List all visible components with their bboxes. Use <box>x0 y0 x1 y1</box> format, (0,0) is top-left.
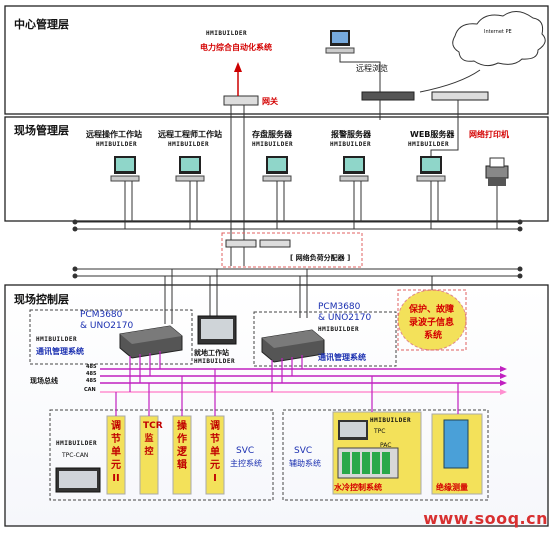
station-name-5: WEB服务器 <box>410 130 455 139</box>
switch-icon <box>431 91 489 101</box>
local-station-label: 就地工作站 <box>194 349 229 357</box>
pcm-right-line1: PCM3680 <box>318 302 361 312</box>
bus-485a-label: 485 <box>86 364 97 370</box>
bus-485c-label: 485 <box>86 378 97 384</box>
workstation-icon-2 <box>175 156 205 182</box>
workstation-icon-4 <box>339 156 369 182</box>
load-balancer-box <box>221 232 363 268</box>
gateway-label: 网关 <box>262 97 278 106</box>
tpc-label: TPC <box>374 428 386 435</box>
comm-right-tag: HMIBUILDER <box>318 326 360 333</box>
tpc-can-label: TPC-CAN <box>62 452 89 459</box>
pcm-left-line1: PCM3680 <box>80 310 123 320</box>
comm-left-label: 通讯管理系统 <box>36 347 84 356</box>
station-name-1: 远程操作工作站 <box>86 130 142 139</box>
unit2-label: 调节单元II <box>111 421 121 484</box>
svc-main-line1: SVC <box>236 446 255 456</box>
pcm-right-line2: & UNO2170 <box>318 313 372 323</box>
workstation-icon-1 <box>110 156 140 182</box>
power-system-tag: HMIBUILDER <box>206 30 248 37</box>
watermark: www.sooq.cn <box>423 509 548 528</box>
center-layer-title: 中心管理层 <box>14 18 69 31</box>
svc-main-tag: HMIBUILDER <box>56 440 98 447</box>
remote-browse-pc-icon <box>325 30 355 54</box>
gateway-hub-icon <box>223 95 259 106</box>
tcr-label: TCR监控 <box>143 421 163 457</box>
comm-box-left <box>29 309 193 365</box>
protection-line1: 保护、故障 <box>409 305 455 315</box>
insulation-label: 绝缘测量 <box>436 483 468 492</box>
comm-right-label: 通讯管理系统 <box>318 353 366 362</box>
comm-box-right <box>253 311 397 367</box>
svc-main-box <box>49 409 274 501</box>
balancer-device-1 <box>225 239 257 248</box>
protection-line2: 录波子信息 <box>409 318 455 328</box>
station-name-4: 报警服务器 <box>331 130 371 139</box>
svc-aux-line2: 辅助系统 <box>289 459 321 468</box>
pac-label: PAC <box>380 442 392 449</box>
svc-aux-line1: SVC <box>294 446 313 456</box>
field-bus-label: 现场总线 <box>30 377 58 385</box>
station-name-6: 网络打印机 <box>469 130 509 139</box>
insulation-device-icon <box>443 419 469 469</box>
power-system-label: 电力综合自动化系统 <box>200 43 272 52</box>
router-icon <box>361 91 415 101</box>
unit1-label: 调节单元I <box>210 421 220 484</box>
comm-left-tag: HMIBUILDER <box>36 336 78 343</box>
field-ctrl-layer-title: 现场控制层 <box>14 293 69 306</box>
station-tag-2: HMIBUILDER <box>168 141 210 148</box>
svc-aux-tag: HMIBUILDER <box>370 417 412 424</box>
bus-485b-label: 485 <box>86 371 97 377</box>
station-tag-4: HMIBUILDER <box>330 141 372 148</box>
remote-browse-label: 远程浏览 <box>356 64 388 73</box>
protection-line3: 系统 <box>424 331 443 341</box>
balancer-device-2 <box>259 239 291 248</box>
station-name-3: 存盘服务器 <box>252 130 292 139</box>
internet-label: Internet PE <box>484 29 512 35</box>
station-name-2: 远程工程师工作站 <box>158 130 222 139</box>
local-station-tag: HMIBUILDER <box>194 358 236 365</box>
internet-cloud-icon <box>452 11 546 67</box>
station-tag-5: HMIBUILDER <box>408 141 450 148</box>
station-tag-1: HMIBUILDER <box>96 141 138 148</box>
station-tag-3: HMIBUILDER <box>252 141 294 148</box>
water-cooling-label: 水冷控制系统 <box>334 483 382 492</box>
workstation-icon-5 <box>416 156 446 182</box>
svc-aux-box <box>282 409 489 501</box>
load-balancer-text: 网络负荷分配器 <box>295 254 345 262</box>
svc-main-line2: 主控系统 <box>230 459 262 468</box>
bus-can-label: CAN <box>84 387 96 393</box>
workstation-icon-3 <box>262 156 292 182</box>
op-logic-label: 操作逻辑 <box>177 421 187 471</box>
pcm-left-line2: & UNO2170 <box>80 321 134 331</box>
printer-icon <box>485 157 509 186</box>
load-balancer-label: [ 网络负荷分配器 ] <box>290 254 351 262</box>
field-mgmt-layer-title: 现场管理层 <box>14 124 69 137</box>
